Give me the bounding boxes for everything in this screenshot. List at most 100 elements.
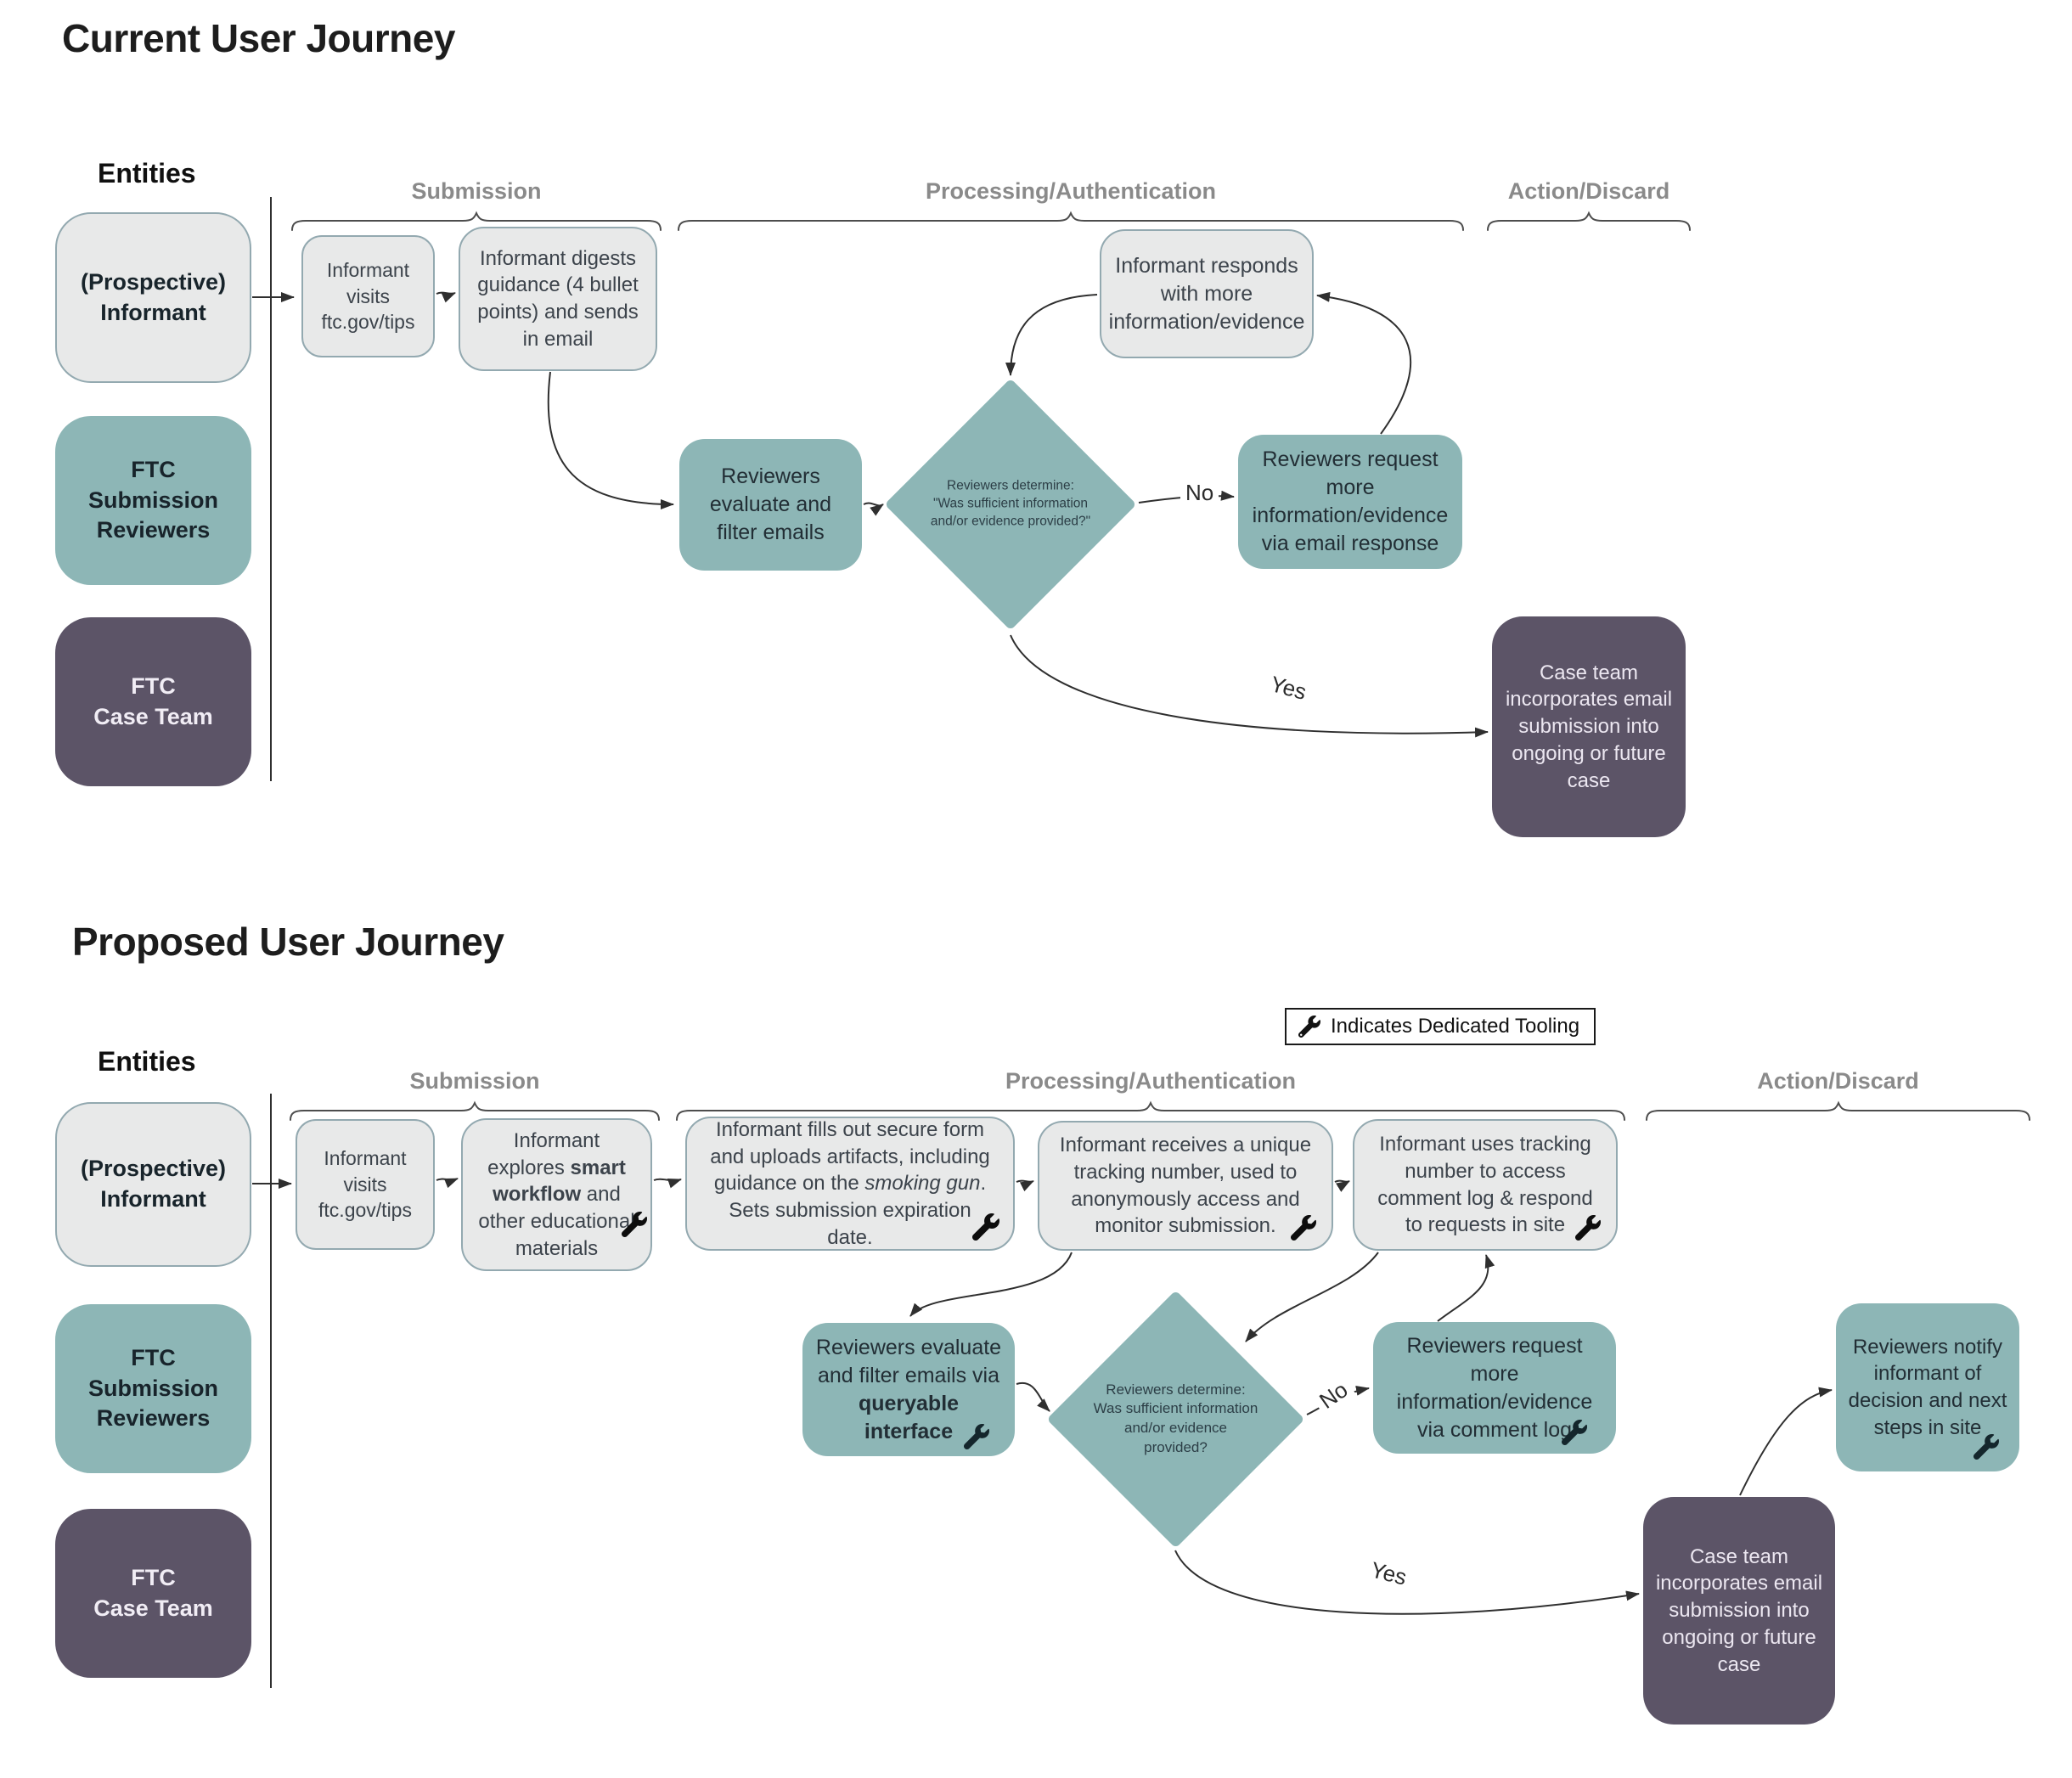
phase-label-processing: Processing/Authentication [1005, 1068, 1297, 1094]
edge-label-no: No [1180, 480, 1219, 506]
node-text: Informant visits ftc.gov/tips [318, 1147, 412, 1222]
node-explores-smart-workflow: Informant explores smart workflow and ot… [461, 1118, 652, 1271]
decision-sufficient-evidence: Reviewers determine: "Was sufficient inf… [884, 378, 1137, 631]
entities-divider [270, 197, 272, 781]
phase-brace-processing [678, 211, 1464, 231]
text-part: Informant fills out secure form and uplo… [710, 1117, 990, 1196]
node-text: Informant fills out secure form and uplo… [704, 1117, 996, 1251]
entities-divider [270, 1094, 272, 1688]
node-informant-visits: Informant visits ftc.gov/tips [301, 235, 435, 357]
node-case-team-incorporates: Case team incorporates email submission … [1492, 616, 1686, 837]
text-part: . Sets submission expiration date. [729, 1172, 987, 1249]
text-part-italic: smoking gun [864, 1172, 981, 1196]
arrow-decision-yes-to-case [1010, 634, 1489, 738]
wrench-icon [1562, 1420, 1587, 1445]
phase-label-submission: Submission [409, 1068, 540, 1094]
node-reviewers-notify: Reviewers notify informant of decision a… [1836, 1303, 2019, 1471]
page-title-proposed: Proposed User Journey [72, 920, 504, 964]
arrow-request-to-respond [1316, 291, 1411, 435]
arrow-case-to-notify [1739, 1387, 1833, 1496]
text-part-bold: queryable interface [858, 1391, 960, 1443]
arrow-tracking-to-uses [1334, 1179, 1350, 1192]
node-reviewers-request-comment-log: Reviewers request more information/evide… [1373, 1322, 1616, 1454]
arrow-tracking-to-evaluate [909, 1252, 1073, 1317]
phase-brace-action [1487, 211, 1691, 231]
node-case-team-incorporates-2: Case team incorporates email submission … [1643, 1497, 1835, 1725]
entities-heading-current: Entities [98, 158, 196, 188]
phase-label-action: Action/Discard [1507, 178, 1670, 204]
decision-text: Reviewers determine: "Was sufficient inf… [930, 478, 1091, 529]
entity-label: (Prospective) Informant [80, 1156, 227, 1212]
phase-brace-action [1646, 1100, 2030, 1121]
entity-ftc-submission-reviewers: FTC Submission Reviewers [55, 1304, 251, 1473]
phase-label-action: Action/Discard [1757, 1068, 1919, 1094]
arrow-evaluate-to-decision-2 [1016, 1381, 1050, 1412]
arrow-uses-to-decision-2 [1245, 1252, 1379, 1342]
arrow-form-to-tracking [1016, 1179, 1034, 1192]
phase-brace-processing [676, 1100, 1625, 1121]
arrow-evaluate-to-decision [863, 502, 884, 516]
arrow-visit-to-digest [436, 291, 456, 303]
node-text: Reviewers request more information/evide… [1396, 1333, 1593, 1442]
node-text: Case team incorporates email submission … [1505, 661, 1673, 792]
node-text: Case team incorporates email submission … [1655, 1544, 1823, 1676]
decision-sufficient-evidence-2: Reviewers determine: Was sufficient info… [1046, 1290, 1305, 1549]
entity-label: FTC Submission Reviewers [87, 457, 219, 543]
arrow-respond-to-decision [1005, 294, 1098, 376]
node-text: Informant digests guidance (4 bullet poi… [477, 246, 639, 351]
node-reviewers-evaluate-queryable: Reviewers evaluate and filter emails via… [802, 1323, 1015, 1456]
decision-text: Reviewers determine: Was sufficient info… [1093, 1381, 1258, 1456]
wrench-icon [1298, 1016, 1320, 1038]
node-fills-secure-form: Informant fills out secure form and uplo… [685, 1117, 1015, 1251]
phase-brace-submission [291, 211, 662, 231]
phase-label-processing: Processing/Authentication [925, 178, 1217, 204]
node-text: Reviewers notify informant of decision a… [1848, 1335, 2007, 1439]
node-informant-responds: Informant responds with more information… [1100, 229, 1314, 358]
arrow-explore-to-form [653, 1178, 682, 1189]
entity-prospective-informant: (Prospective) Informant [55, 1102, 251, 1267]
entity-label: FTC Submission Reviewers [87, 1345, 219, 1432]
node-informant-visits: Informant visits ftc.gov/tips [296, 1119, 435, 1250]
node-receives-tracking-number: Informant receives a unique tracking num… [1038, 1121, 1333, 1251]
node-text: Reviewers evaluate and filter emails [709, 464, 832, 544]
arrow-visit-to-explore [436, 1178, 459, 1189]
node-text: Informant responds with more information… [1108, 253, 1305, 334]
node-digest-guidance: Informant digests guidance (4 bullet poi… [459, 227, 657, 371]
node-text: Informant visits ftc.gov/tips [321, 259, 415, 334]
entity-label: FTC Case Team [93, 672, 213, 729]
entity-ftc-case-team: FTC Case Team [55, 1509, 251, 1678]
entity-ftc-submission-reviewers: FTC Submission Reviewers [55, 416, 251, 585]
wrench-icon [972, 1213, 999, 1241]
legend-dedicated-tooling: Indicates Dedicated Tooling [1285, 1008, 1596, 1045]
page-title-current: Current User Journey [62, 16, 455, 60]
node-text: Informant receives a unique tracking num… [1059, 1134, 1312, 1238]
node-reviewers-request: Reviewers request more information/evide… [1238, 435, 1462, 569]
phase-label-submission: Submission [411, 178, 542, 204]
text-part: Reviewers evaluate and filter emails via [815, 1335, 1002, 1387]
node-text: Informant explores smart workflow and ot… [476, 1128, 637, 1262]
node-uses-tracking-number: Informant uses tracking number to access… [1353, 1119, 1618, 1251]
entity-label: (Prospective) Informant [80, 268, 227, 325]
node-text: Reviewers evaluate and filter emails via… [813, 1334, 1005, 1446]
arrow-digest-to-evaluate [547, 371, 674, 509]
node-text: Informant uses tracking number to access… [1377, 1133, 1593, 1237]
entities-heading-proposed: Entities [98, 1046, 196, 1077]
arrow-request-to-uses [1437, 1254, 1495, 1322]
text-part-bold: smart workflow [493, 1156, 626, 1207]
entity-label: FTC Case Team [93, 1564, 213, 1621]
text-part: Informant explores [487, 1128, 600, 1179]
wrench-icon [622, 1212, 647, 1237]
wrench-icon [964, 1424, 989, 1449]
arrow-decision-yes-to-case-2 [1174, 1550, 1640, 1615]
phase-brace-submission [290, 1100, 660, 1121]
entity-prospective-informant: (Prospective) Informant [55, 212, 251, 383]
node-text: Reviewers request more information/evide… [1252, 447, 1449, 555]
wrench-icon [1973, 1434, 1999, 1460]
wrench-icon [1575, 1215, 1601, 1241]
legend-label: Indicates Dedicated Tooling [1331, 1015, 1580, 1038]
entity-ftc-case-team: FTC Case Team [55, 617, 251, 786]
wrench-icon [1291, 1215, 1316, 1241]
node-reviewers-evaluate: Reviewers evaluate and filter emails [679, 439, 862, 571]
